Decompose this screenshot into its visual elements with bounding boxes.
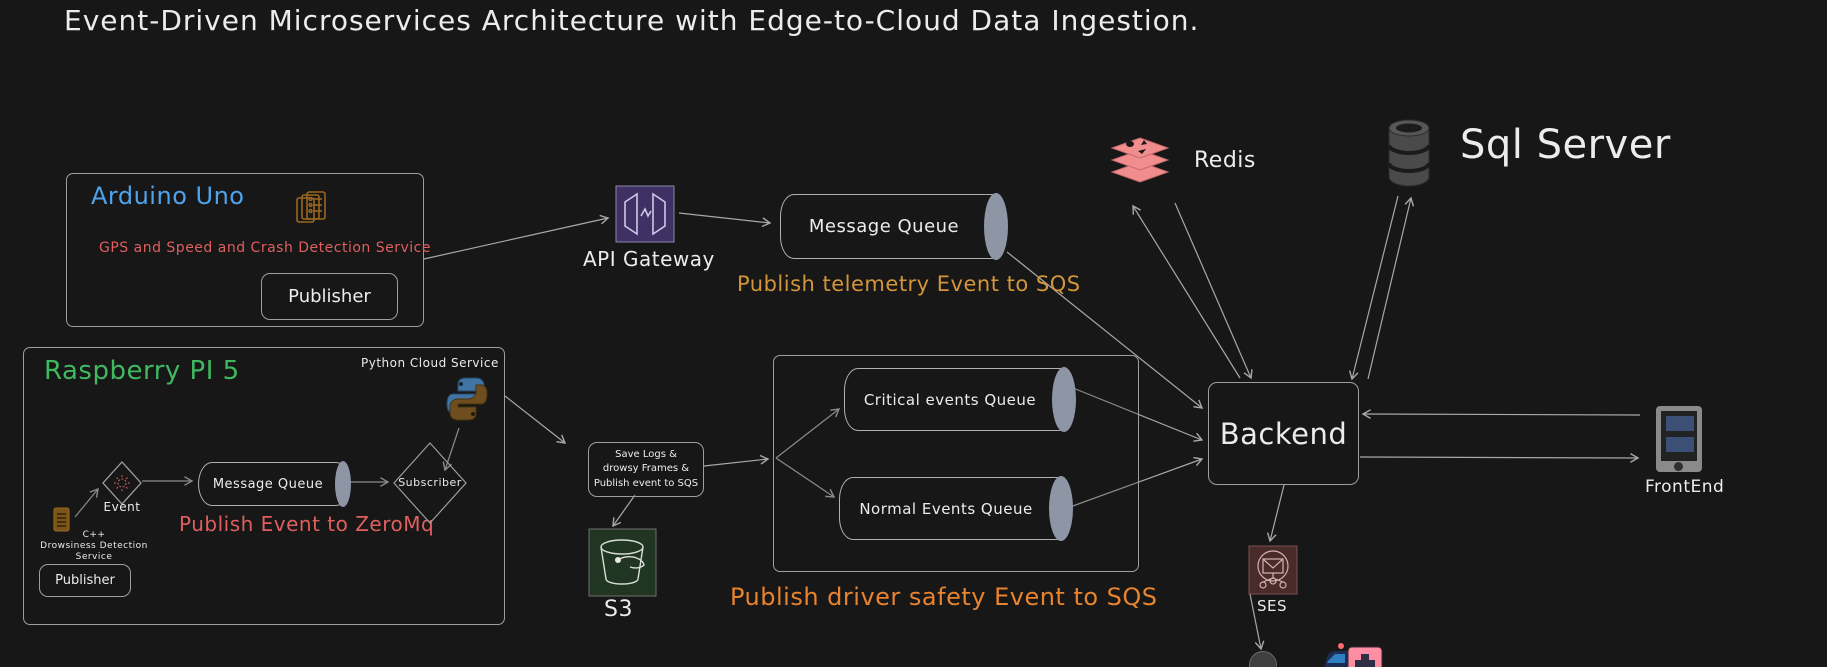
- normal-queue-label: Normal Events Queue: [859, 499, 1033, 518]
- raspberry-pi-box: Raspberry PI 5 Python Cloud Service Even…: [23, 347, 505, 625]
- save-logs-line2: drowsy Frames &: [602, 463, 690, 475]
- telemetry-note: Publish telemetry Event to SQS: [737, 272, 1081, 296]
- zeromq-note: Publish Event to ZeroMq: [179, 512, 435, 536]
- cpp-service-line2: Drowsiness Detection Service: [40, 540, 148, 562]
- save-logs-line3: Publish event to SQS: [593, 477, 699, 489]
- backend-label: Backend: [1219, 416, 1348, 451]
- wheel-circle-icon: [1249, 651, 1277, 667]
- normal-queue-cylinder: Normal Events Queue: [839, 476, 1073, 541]
- raspberry-publisher-label: Publisher: [55, 573, 115, 588]
- queue-cap: [335, 461, 351, 507]
- critical-queue-cylinder: Critical events Queue: [844, 367, 1076, 432]
- database-icon: [1387, 119, 1431, 187]
- page-title: Event-Driven Microservices Architecture …: [64, 4, 1200, 37]
- ambulance-icon: [1324, 643, 1383, 667]
- arduino-title: Arduino Uno: [91, 182, 245, 210]
- api-gateway-label: API Gateway: [583, 247, 715, 271]
- safety-queues-group: Critical events Queue Normal Events Queu…: [773, 355, 1139, 572]
- ses-label: SES: [1257, 597, 1288, 615]
- queue-cap: [984, 193, 1008, 260]
- api-gateway-icon: [615, 185, 675, 243]
- redis-label: Redis: [1194, 148, 1256, 173]
- save-logs-line1: Save Logs &: [615, 448, 677, 460]
- cpp-service-line1: C++: [82, 530, 106, 540]
- raspberry-queue-label: Message Queue: [212, 476, 324, 492]
- documents-icon: [296, 191, 326, 223]
- python-service-label: Python Cloud Service: [361, 356, 499, 370]
- s3-bucket-icon: [588, 528, 657, 597]
- arduino-publisher-label: Publisher: [288, 286, 371, 307]
- queue-cap: [1052, 367, 1076, 432]
- s3-label: S3: [604, 597, 633, 622]
- redis-icon: [1110, 137, 1170, 183]
- frontend-label: FrontEnd: [1645, 477, 1725, 497]
- telemetry-queue-cylinder: Message Queue: [780, 193, 1008, 260]
- critical-queue-label: Critical events Queue: [863, 390, 1037, 409]
- arduino-publisher-node: Publisher: [261, 273, 398, 320]
- event-label: Event: [103, 500, 141, 514]
- subscriber-label: Subscriber: [398, 476, 462, 489]
- cpp-service-label: C++ Drowsiness Detection Service: [24, 530, 164, 562]
- raspberry-queue-cylinder: Message Queue: [198, 461, 351, 507]
- raspberry-publisher-node: Publisher: [39, 564, 131, 597]
- arduino-service-label: GPS and Speed and Crash Detection Servic…: [99, 240, 431, 256]
- tablet-icon: [1656, 406, 1702, 472]
- event-diamond: [102, 461, 142, 505]
- safety-note: Publish driver safety Event to SQS: [730, 583, 1158, 611]
- telemetry-queue-label: Message Queue: [808, 216, 960, 237]
- ses-icon: [1248, 545, 1298, 595]
- python-icon: [446, 377, 488, 421]
- raspberry-title: Raspberry PI 5: [44, 356, 240, 386]
- cpp-file-icon: [53, 507, 70, 532]
- sql-server-label: Sql Server: [1460, 122, 1671, 168]
- save-logs-box: Save Logs & drowsy Frames & Publish even…: [588, 442, 704, 497]
- backend-box: Backend: [1208, 382, 1359, 485]
- arduino-uno-box: Arduino Uno GPS and Speed and Crash Dete…: [66, 173, 430, 327]
- queue-cap: [1049, 476, 1073, 541]
